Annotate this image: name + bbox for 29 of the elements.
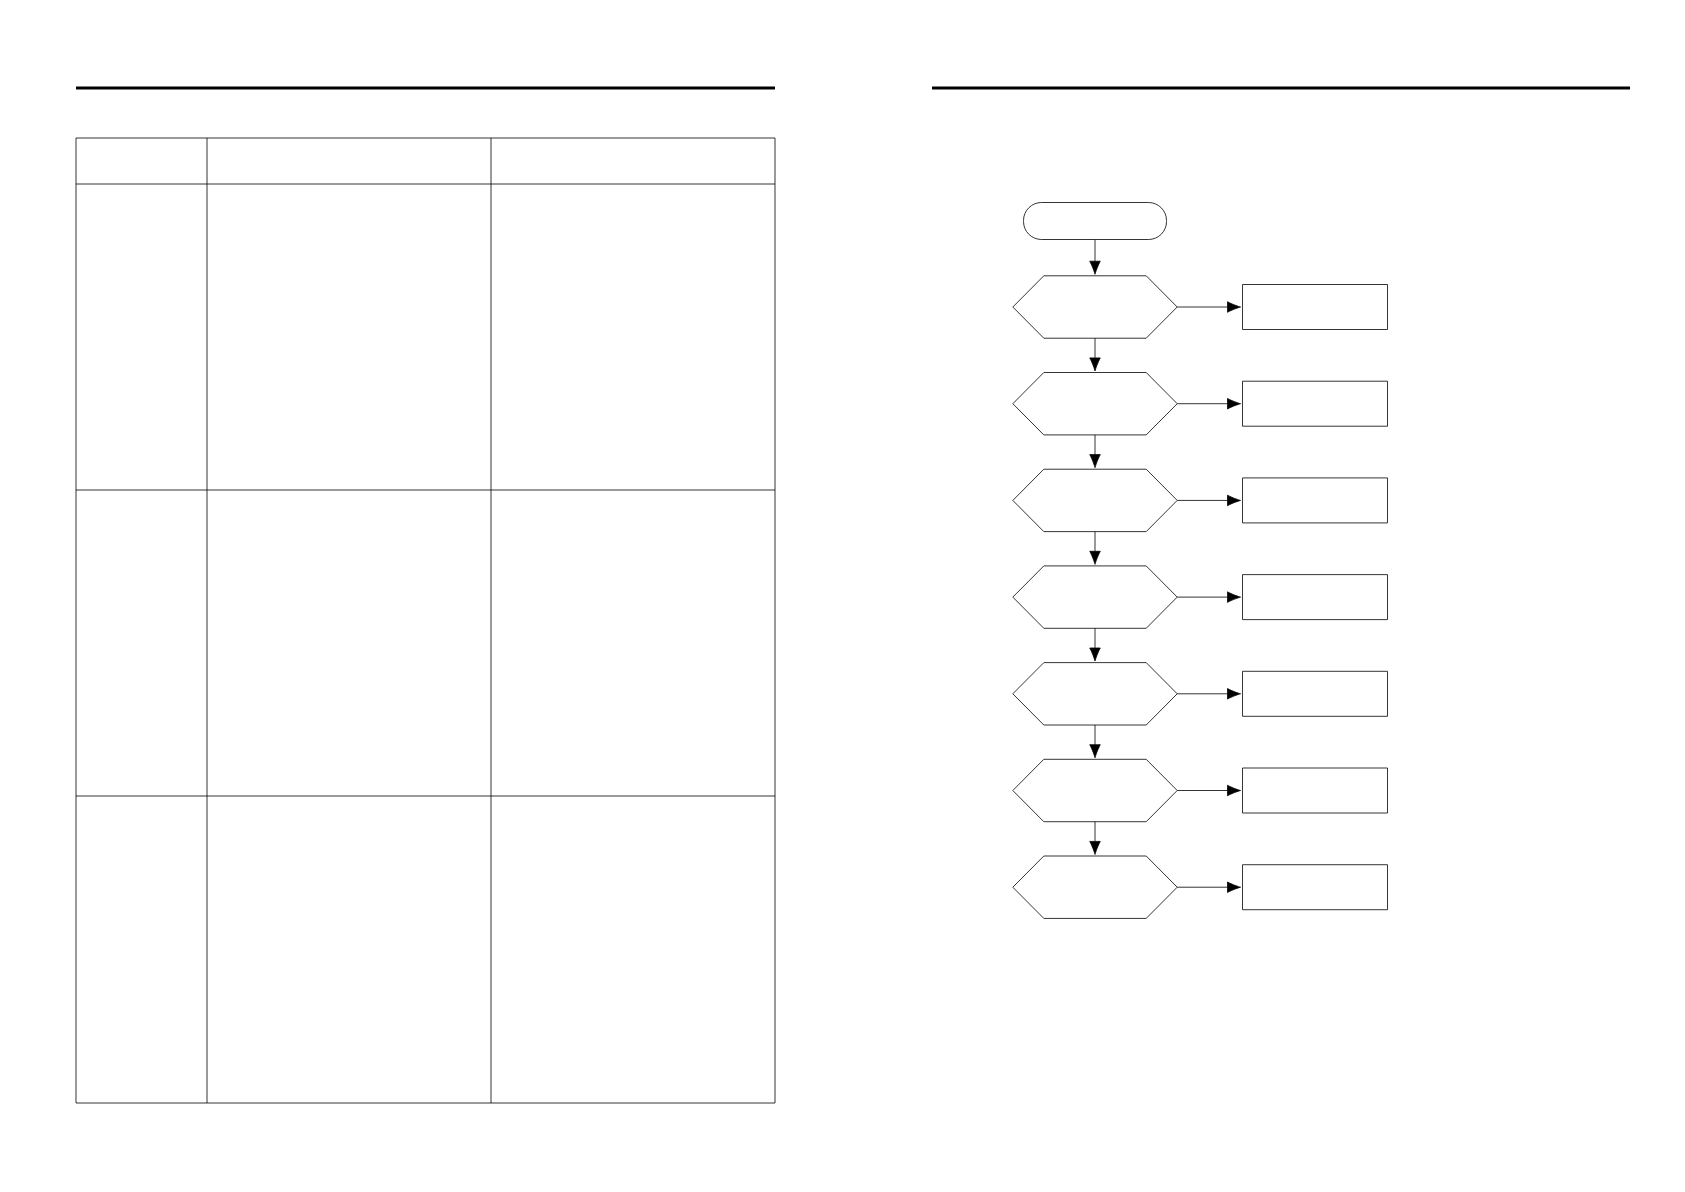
hexagon-shape [1012, 468, 1178, 532]
arrow [1089, 531, 1101, 565]
hexagon-shape [1012, 758, 1178, 823]
arrow [1089, 627, 1101, 662]
hexagon-shape [1012, 275, 1178, 339]
arrow [1176, 591, 1241, 603]
arrow [1089, 434, 1101, 469]
arrow [1176, 688, 1241, 700]
terminal-shape [1023, 202, 1167, 240]
hexagon-shape [1012, 855, 1178, 919]
arrow [1176, 784, 1241, 797]
arrow [1089, 724, 1101, 759]
process-box [1242, 767, 1388, 814]
process-box [1242, 380, 1388, 427]
process-box [1242, 574, 1388, 620]
hexagon-shape [1012, 372, 1178, 436]
process-box [1242, 670, 1388, 717]
arrow [1176, 494, 1241, 507]
process-box [1242, 477, 1388, 524]
hexagon-shape [1012, 565, 1178, 629]
process-box [1242, 864, 1388, 911]
arrow [1176, 881, 1241, 893]
arrow [1089, 239, 1101, 275]
arrow [1176, 398, 1241, 410]
process-box [1242, 284, 1388, 330]
arrow [1089, 337, 1101, 372]
hexagon-shape [1012, 662, 1178, 726]
arrow [1176, 301, 1241, 313]
arrow [1089, 821, 1101, 855]
